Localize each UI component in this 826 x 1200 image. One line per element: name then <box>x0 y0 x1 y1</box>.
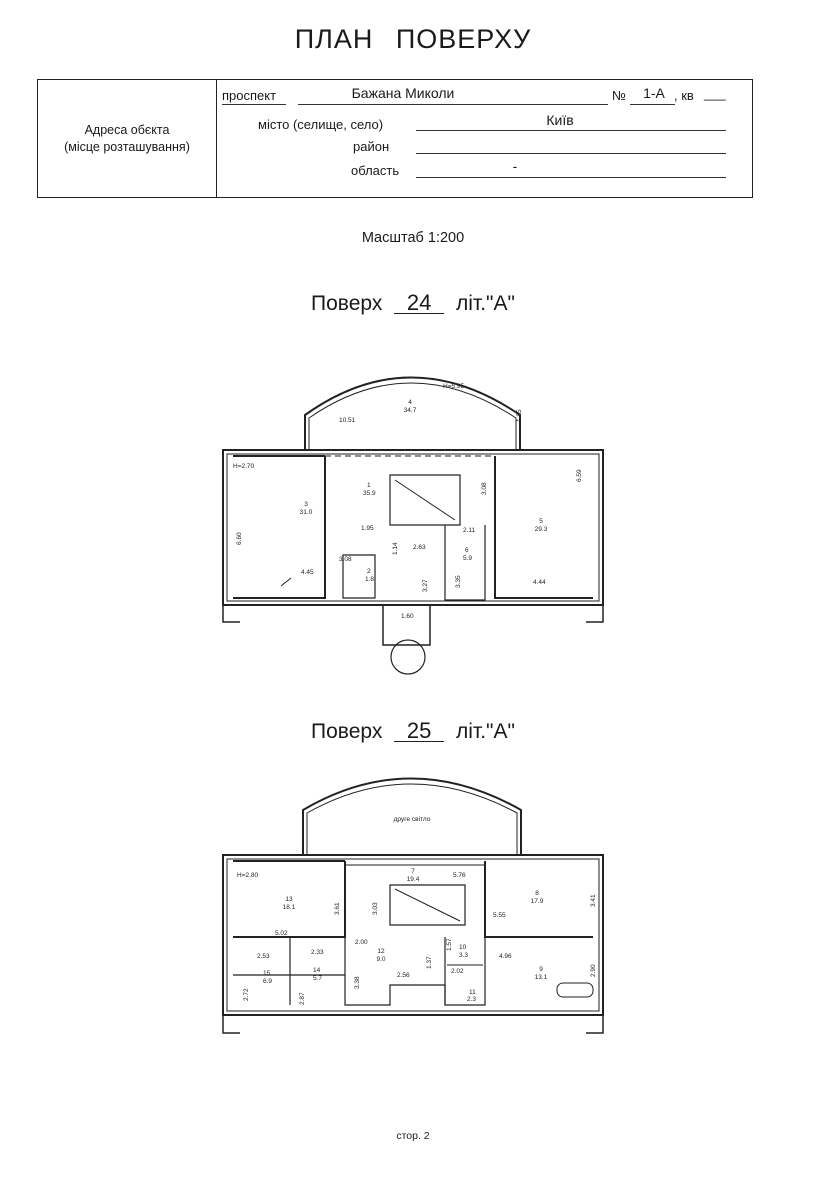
f25-r8-num: 8 <box>535 890 539 897</box>
f24-d-6-60: 6.60 <box>236 532 243 545</box>
district-label: район <box>353 139 390 154</box>
f25-d-2-90: 2.90 <box>590 964 597 977</box>
region-value: - <box>512 158 518 174</box>
f25-r11-area: 2.3 <box>467 996 476 1003</box>
f25-r15-num: 15 <box>263 970 271 977</box>
number-value: 1-А <box>643 85 665 101</box>
f24-r2-num: 2 <box>367 568 371 575</box>
f24-d-1-85: 1.85 <box>516 409 523 422</box>
f25-d-3-61: 3.61 <box>334 902 341 915</box>
f24-d-4-45: 4.45 <box>301 569 314 576</box>
street-type-label: проспект <box>222 88 277 103</box>
f24-d-3-35: 3.35 <box>455 575 462 588</box>
f25-d-3-38: 3.38 <box>354 976 361 989</box>
f25-r10-area: 3.3 <box>459 952 468 959</box>
f24-r1-num: 1 <box>367 482 371 489</box>
f25-d-4-96: 4.96 <box>499 953 512 960</box>
f25-d-2-00: 2.00 <box>355 939 368 946</box>
address-label-sub: (місце розташування) <box>64 139 190 154</box>
f25-r7-num: 7 <box>411 868 415 875</box>
floor-25-prefix: Поверх <box>311 720 383 743</box>
f25-d-1-57: 1.57 <box>446 938 453 951</box>
f25-d-2-56: 2.56 <box>397 972 410 979</box>
f25-d-3-03: 3.03 <box>372 902 379 915</box>
f25-r8-area: 17.9 <box>531 898 544 905</box>
f24-d-1-60: 1.60 <box>401 613 414 620</box>
f25-d-1-37: 1.37 <box>426 956 433 969</box>
f25-d-2-87: 2.87 <box>299 992 306 1005</box>
f25-h-left: H=2.80 <box>237 872 259 879</box>
f25-r9-area: 13.1 <box>535 974 548 981</box>
page-title: ПЛАН ПОВЕРХУ <box>294 24 532 54</box>
f25-r14-area: 5.7 <box>313 975 322 982</box>
f25-d-2-02: 2.02 <box>451 968 464 975</box>
f25-d-3-41: 3.41 <box>590 894 597 907</box>
f25-d-5-55: 5.55 <box>493 912 506 919</box>
floor-25-title: Поверх 25 літ."А" <box>0 720 826 744</box>
number-label: № <box>612 88 626 103</box>
address-label-cell: Адреса обєкта (місце розташування) <box>38 80 217 197</box>
f25-r12-area: 9.0 <box>376 956 385 963</box>
floor-25-suffix: літ."А" <box>456 720 515 743</box>
f24-d-1-14: 1.14 <box>392 542 399 555</box>
f25-d-2-72: 2.72 <box>243 988 250 1001</box>
f24-r6-area: 5.9 <box>463 555 472 562</box>
address-label: Адреса обєкта <box>84 122 170 137</box>
apartment-value: ___ <box>704 86 726 101</box>
f24-d-3-27: 3.27 <box>422 579 429 592</box>
f25-d-2-53: 2.53 <box>257 953 270 960</box>
f24-r4-num: 4 <box>408 399 412 406</box>
floor-24-title: Поверх 24 літ."А" <box>0 292 826 316</box>
floor-24-suffix: літ."А" <box>456 292 515 315</box>
f24-d-6-59: 6.59 <box>576 469 583 482</box>
street-name-value: Бажана Миколи <box>351 85 455 101</box>
f25-r14-num: 14 <box>313 967 321 974</box>
f24-d-2-11: 2.11 <box>463 527 476 534</box>
city-label: місто (селище, село) <box>258 117 384 132</box>
f25-r15-area: 6.9 <box>263 978 272 985</box>
floor-25-plan: друге світло H=2.80 13 18.1 3.61 5.02 7 … <box>222 777 604 1034</box>
f25-r13-num: 13 <box>285 896 293 903</box>
f24-r6-num: 6 <box>465 547 469 554</box>
f24-r1-area: 35.9 <box>363 490 376 497</box>
f25-d-5-02: 5.02 <box>275 930 288 937</box>
floor-24-number: 24 <box>394 292 445 314</box>
floor-25-number: 25 <box>394 720 445 742</box>
scale-label: Масштаб 1:200 <box>361 230 465 246</box>
f24-r3-area: 31.0 <box>300 509 313 516</box>
f25-r13-area: 18.1 <box>283 904 296 911</box>
f25-r9-num: 9 <box>539 966 543 973</box>
f24-d-3-08b: 3.08 <box>481 482 488 495</box>
f25-d-2-33: 2.33 <box>311 949 324 956</box>
f24-h-left: H=2.70 <box>233 463 255 470</box>
f24-r4-area: 34.7 <box>404 407 417 414</box>
f24-d-4-44: 4.44 <box>533 579 546 586</box>
f24-r5-area: 29.3 <box>535 526 548 533</box>
floor-24-prefix: Поверх <box>311 292 383 315</box>
f25-r11-num: 11 <box>469 989 476 996</box>
f24-d-1-95: 1.95 <box>361 525 374 532</box>
floor-24-plan: H=5.95 4 34.7 10.51 1.85 H=2.70 3 31.0 6… <box>222 376 604 675</box>
f25-second-light: друге світло <box>394 815 431 823</box>
f24-r5-num: 5 <box>539 518 543 525</box>
f24-h-top: H=5.95 <box>443 383 465 390</box>
f25-r10-num: 10 <box>459 944 467 951</box>
address-box: Адреса обєкта (місце розташування) <box>37 79 753 198</box>
apartment-label: , кв <box>674 88 694 103</box>
f24-r2-area: 1.8 <box>365 576 374 583</box>
f25-r7-area: 19.4 <box>407 876 420 883</box>
f24-d-2-63: 2.63 <box>413 544 426 551</box>
page-number: стор. 2 <box>396 1130 430 1142</box>
f24-d-3-08a: 3.08 <box>339 556 352 563</box>
city-value: Київ <box>546 112 574 128</box>
f25-d-5-76: 5.76 <box>453 872 466 879</box>
f25-r12-num: 12 <box>377 948 385 955</box>
f24-d-10-51: 10.51 <box>339 417 356 424</box>
f24-r3-num: 3 <box>304 501 308 508</box>
region-label: область <box>351 163 400 178</box>
